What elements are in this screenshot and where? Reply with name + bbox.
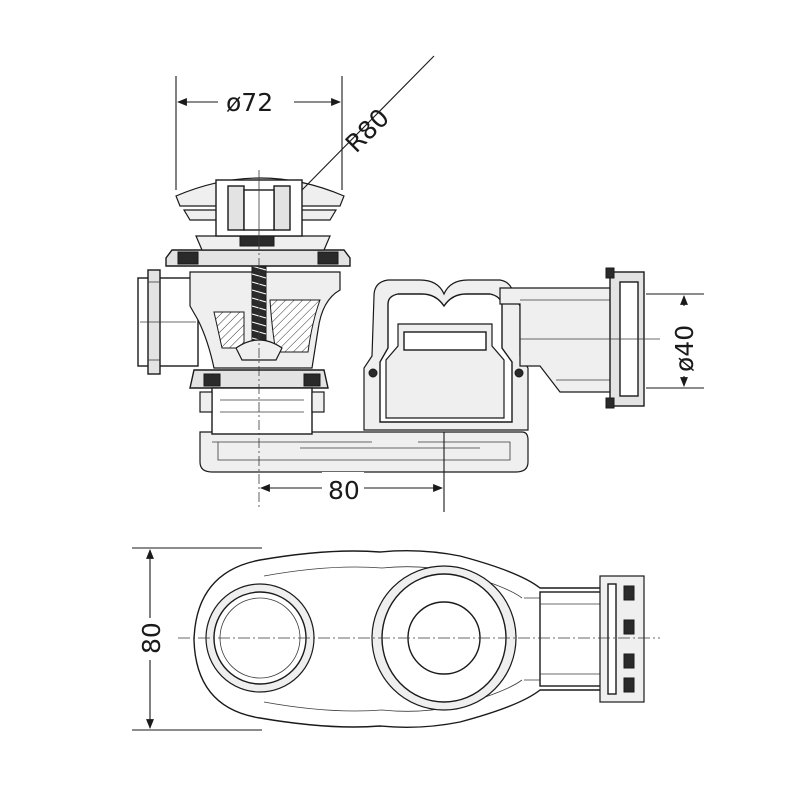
flange-ring [165, 249, 351, 267]
body-section-hatch [269, 299, 321, 353]
top-diameter-label: ø72 [226, 88, 273, 117]
dimension-outlet-diameter: ø40 [646, 293, 704, 389]
plan-outlet-nut [599, 575, 645, 703]
dimension-plan-width: 80 [132, 547, 262, 731]
dimension-radius: R80 [301, 55, 435, 191]
outlet-diameter-label: ø40 [670, 325, 699, 372]
dimension-top-diameter: ø72 [175, 76, 343, 190]
base-tray-inner [212, 441, 511, 461]
base-tray [199, 431, 529, 473]
dimension-center-distance: 80 [260, 432, 445, 512]
radius-label: R80 [340, 103, 395, 158]
center-distance-label: 80 [328, 476, 360, 505]
side-section-view: ø72 R80 ø40 80 [137, 55, 704, 512]
plan-view: 80 [132, 547, 660, 731]
plan-width-label: 80 [137, 622, 166, 654]
plan-outlet-pipe [539, 591, 603, 687]
